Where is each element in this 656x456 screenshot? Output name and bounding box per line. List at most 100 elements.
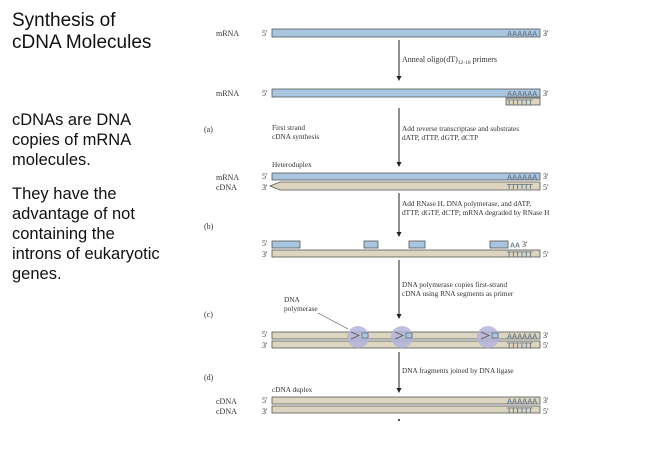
label-cdna-row6-bottom: cDNA xyxy=(216,407,237,416)
row1-mrna: mRNA 5' AAAAAA 3' xyxy=(216,28,549,38)
label-3prime-row3: 3' xyxy=(543,172,549,181)
dna-polymerase-2 xyxy=(391,326,413,348)
row6-cdna-duplex: cDNA duplex cDNA cDNA 5' 3' AAAAAA 3' TT… xyxy=(216,385,549,416)
label-5prime-row5: 5' xyxy=(262,330,268,339)
label-3prime-row5: 3' xyxy=(262,341,268,350)
rna-primer-2 xyxy=(405,332,413,339)
rna-primer-1 xyxy=(361,332,369,339)
label-3prime-row4: 3' xyxy=(262,250,268,259)
first-strand-cdna xyxy=(268,181,541,191)
label-3prime-row6-right: 3' xyxy=(543,396,549,405)
panel-label-d: (d) xyxy=(204,373,214,382)
note-first-strand-line2: cDNA synthesis xyxy=(272,132,319,141)
step-rnaseh-line2: dTTP, dGTP, dCTP; mRNA degraded by RNase… xyxy=(402,208,550,217)
poly-a-row6: AAAAAA xyxy=(507,399,537,406)
label-mrna-row3: mRNA xyxy=(216,173,239,182)
poly-a-tail-row1: AAAAAA xyxy=(507,31,537,38)
para2-line-4: introns of eukaryotic xyxy=(12,245,160,263)
rna-fragment-3 xyxy=(408,240,426,249)
label-cdna-row3: cDNA xyxy=(216,183,237,192)
decorative-dot xyxy=(398,419,400,421)
step-rt-line2: dATP, dTTP, dGTP, dCTP xyxy=(402,133,478,142)
para1-line-3: molecules. xyxy=(12,151,91,169)
label-3prime-row2: 3' xyxy=(543,89,549,98)
cdna-duplex-bottom-strand xyxy=(271,405,541,414)
rna-primer-3 xyxy=(491,332,499,339)
poly-t-row6: TTTTTT xyxy=(507,408,533,415)
dna-polymerase-3 xyxy=(477,326,499,348)
extension-arrowhead-3 xyxy=(480,331,490,340)
poly-a-tail-row2: AAAAAA xyxy=(507,91,537,98)
rna-fragment-1 xyxy=(271,240,301,249)
row4-rna-fragments: 5' 3' AA 3' TTTTTT 5' xyxy=(262,239,549,259)
step-anneal-sub: 12-18 xyxy=(458,60,471,66)
step-pol-line2: cDNA using RNA segments as primer xyxy=(402,289,514,298)
panel-label-b: (b) xyxy=(204,222,214,231)
body-paragraph-1: cDNAs are DNA copies of mRNA molecules. xyxy=(12,110,212,170)
rna-fragment-4 xyxy=(489,240,509,249)
dna-polymerase-1 xyxy=(347,326,369,348)
label-5prime-row3: 5' xyxy=(262,172,268,181)
step-anneal-prefix: Anneal oligo(dT) xyxy=(402,55,458,64)
polymerase-pointer xyxy=(317,312,349,330)
step-rnaseh-line1: Add RNase H, DNA polymerase, and dATP, xyxy=(402,199,531,208)
rna-fragment-2 xyxy=(363,240,379,249)
label-5prime-row6-right: 5' xyxy=(543,407,549,416)
label-5prime-row2: 5' xyxy=(262,89,268,98)
mrna-strand-row2 xyxy=(271,88,541,98)
step-ligase: DNA fragments joined by DNA ligase xyxy=(402,366,514,375)
label-3prime-row6: 3' xyxy=(262,407,268,416)
note-heteroduplex: Heteroduplex xyxy=(272,160,312,169)
panel-label-c: (c) xyxy=(204,310,213,319)
note-first-strand-line1: First strand xyxy=(272,123,305,132)
para1-line-2: copies of mRNA xyxy=(12,131,132,149)
extension-arrowhead-2 xyxy=(394,331,404,340)
label-5prime-row1: 5' xyxy=(262,29,268,38)
body-paragraph-2: They have the advantage of not containin… xyxy=(12,184,212,284)
label-3prime-row5-right: 3' xyxy=(543,331,549,340)
mrna-strand-row3 xyxy=(271,172,541,181)
poly-t-row4: TTTTTT xyxy=(507,252,533,259)
label-mrna-row2: mRNA xyxy=(216,89,239,98)
label-3prime-row3-left: 3' xyxy=(262,183,268,192)
label-mrna-row1: mRNA xyxy=(216,29,239,38)
poly-t-primer-row2: TTTTTT xyxy=(507,100,533,107)
step-anneal: Anneal oligo(dT)12-18 primers xyxy=(402,55,497,66)
label-3prime-row1: 3' xyxy=(543,29,549,38)
row3-heteroduplex: Heteroduplex mRNA cDNA 5' 3' AAAAAA 3' T… xyxy=(216,160,549,192)
label-5prime-row4: 5' xyxy=(262,239,268,248)
label-5prime-row5-right: 5' xyxy=(543,341,549,350)
title-line-2: cDNA Molecules xyxy=(12,32,152,53)
para2-line-2: advantage of not xyxy=(12,205,135,223)
note-cdna-duplex: cDNA duplex xyxy=(272,385,313,394)
label-cdna-row6-top: cDNA xyxy=(216,397,237,406)
label-5prime-row4-right: 5' xyxy=(543,250,549,259)
poly-a-short-row4: AA xyxy=(510,243,520,250)
note-dna-polymerase-line1: DNA xyxy=(284,295,301,304)
para1-line-1: cDNAs are DNA xyxy=(12,111,132,129)
slide-title: Synthesis of cDNA Molecules xyxy=(12,10,151,54)
step-rt-line1: Add reverse transcriptase and substrates xyxy=(402,124,519,133)
poly-t-row3: TTTTTT xyxy=(507,184,533,191)
row2-mrna-primer: mRNA 5' AAAAAA 3' TTTTTT xyxy=(216,88,549,107)
label-5prime-row3-right: 5' xyxy=(543,183,549,192)
para2-line-3: containing the xyxy=(12,225,115,243)
mrna-strand xyxy=(271,28,541,38)
panel-label-a: (a) xyxy=(204,125,213,134)
para2-line-1: They have the xyxy=(12,185,117,203)
poly-a-tail-row3: AAAAAA xyxy=(507,175,537,182)
poly-a-row5: AAAAAA xyxy=(507,334,537,341)
title-line-1: Synthesis of xyxy=(12,10,116,31)
label-5prime-row6: 5' xyxy=(262,396,268,405)
note-dna-polymerase-line2: polymerase xyxy=(284,304,318,313)
step-anneal-suffix: primers xyxy=(471,55,497,64)
row5-polymerase-extension: 5' 3' AAAAAA 3' TTTTTT 5' xyxy=(262,326,549,350)
step-pol-line1: DNA polymerase copies first-strand xyxy=(402,280,508,289)
cdna-strand-row4 xyxy=(271,249,541,258)
poly-t-row5: TTTTTT xyxy=(507,343,533,350)
extension-arrowhead-1 xyxy=(350,331,360,340)
para2-line-5: genes. xyxy=(12,265,62,283)
label-3prime-row4-right: 3' xyxy=(522,240,528,249)
cdna-duplex-top-strand xyxy=(271,396,541,405)
